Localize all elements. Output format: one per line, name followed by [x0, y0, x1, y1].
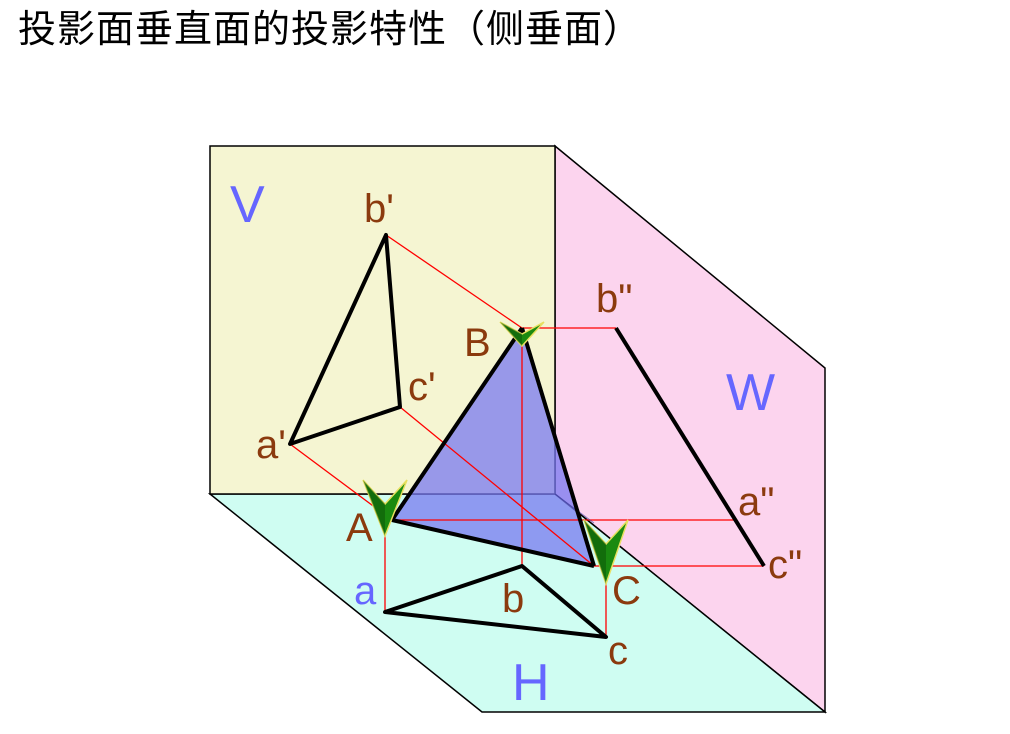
label-space-b: B — [464, 321, 491, 365]
space-triangle-face — [392, 328, 594, 566]
label-top-a: a — [354, 569, 377, 613]
label-top-c: c — [608, 629, 628, 673]
projector-c-front — [399, 406, 595, 567]
edge-AC — [391, 518, 595, 568]
side-projection-line — [614, 326, 766, 568]
plane-label-h: H — [512, 654, 550, 712]
projector-lines — [289, 234, 764, 637]
label-side-b: b" — [596, 277, 632, 321]
hidden-axis-edge — [554, 493, 595, 524]
edge-BC — [520, 327, 596, 567]
label-top-b: b — [502, 577, 524, 621]
label-space-a: A — [346, 506, 373, 550]
label-front-b: b' — [364, 187, 394, 231]
arrow-marker-b — [499, 321, 545, 348]
arrow-marker-a — [362, 479, 408, 539]
label-front-c: c' — [408, 365, 436, 409]
edge-AB — [390, 326, 524, 522]
plane-label-w: W — [726, 364, 775, 422]
projector-b-front — [385, 234, 523, 329]
label-side-c: c" — [768, 543, 802, 587]
top-projection-triangle — [383, 564, 608, 639]
plane-label-v: V — [230, 176, 265, 234]
page-title: 投影面垂直面的投影特性（侧垂面） — [18, 7, 643, 51]
label-front-a: a' — [256, 423, 286, 467]
front-projection-triangle — [288, 233, 402, 446]
label-side-a: a" — [738, 480, 774, 524]
space-triangle-edges — [390, 326, 596, 568]
arrow-marker-c — [583, 519, 629, 587]
label-space-c: C — [612, 569, 641, 613]
